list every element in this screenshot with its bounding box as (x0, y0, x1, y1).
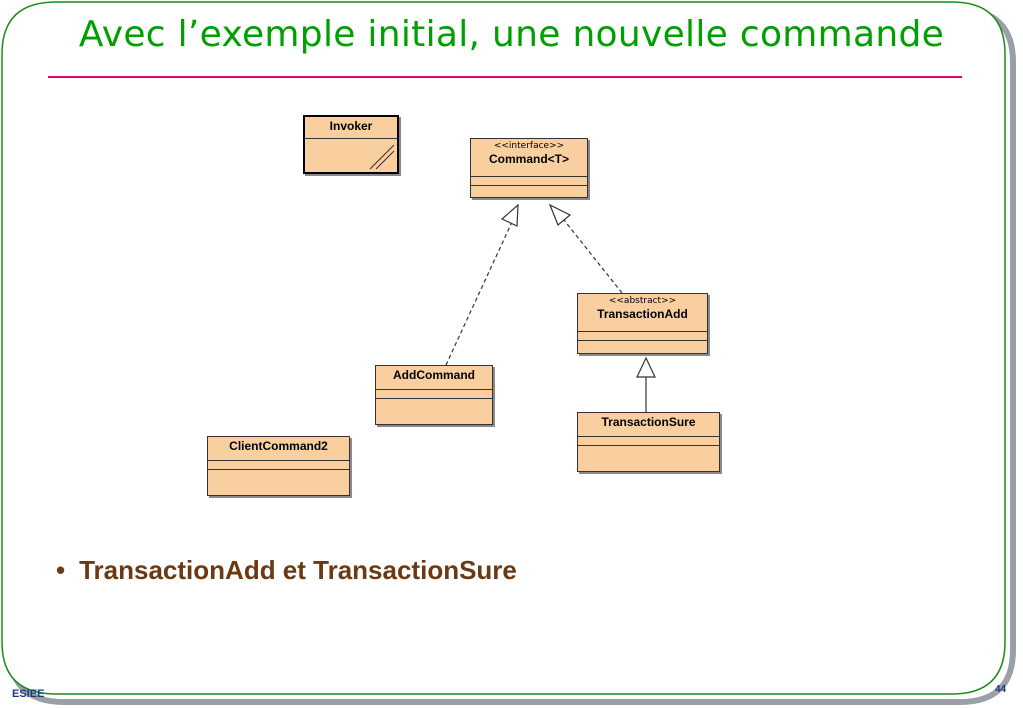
generalization-transactionsure-transactionadd (636, 356, 656, 412)
class-invoker[interactable]: Invoker (303, 115, 399, 174)
class-attributes (578, 437, 719, 446)
class-name: Invoker (329, 119, 373, 133)
frame-border (1, 1, 1006, 695)
bullet-item: • TransactionAdd et TransactionSure (56, 555, 517, 586)
class-stereotype: <<interface>> (493, 141, 565, 151)
class-clientcommand2[interactable]: ClientCommand2 (207, 436, 350, 496)
bullet-dot: • (56, 555, 66, 585)
class-attributes (376, 390, 492, 399)
realization-transactionadd-command (548, 203, 623, 294)
class-name: Command<T> (488, 152, 569, 166)
class-transactionsure[interactable]: TransactionSure (577, 412, 720, 472)
bullet-text: TransactionAdd et TransactionSure (79, 555, 517, 585)
class-name: TransactionAdd (597, 307, 688, 321)
class-name: TransactionSure (601, 415, 696, 429)
realization-arrowhead (548, 203, 572, 226)
class-name: AddCommand (393, 368, 475, 382)
realization-line (445, 221, 513, 366)
page-number: 44 (995, 684, 1007, 695)
generalization-arrowhead (636, 356, 656, 378)
class-attributes (578, 332, 707, 341)
class-command[interactable]: <<interface>> Command<T> (470, 138, 588, 198)
realization-line (563, 219, 623, 294)
class-addcommand[interactable]: AddCommand (375, 365, 493, 425)
class-attributes (208, 461, 349, 470)
slide-title: Avec l’exemple initial, une nouvelle com… (78, 14, 945, 55)
class-stereotype: <<abstract>> (608, 296, 677, 306)
realization-arrowhead (500, 203, 519, 227)
realization-addcommand-command (445, 203, 519, 366)
footer-logo-text: ESIEE (12, 688, 45, 700)
title-rule (48, 76, 962, 78)
active-class-corner-icon (369, 144, 395, 170)
class-attributes (471, 177, 587, 186)
class-transactionadd[interactable]: <<abstract>> TransactionAdd (577, 293, 708, 354)
class-name: ClientCommand2 (229, 439, 328, 453)
